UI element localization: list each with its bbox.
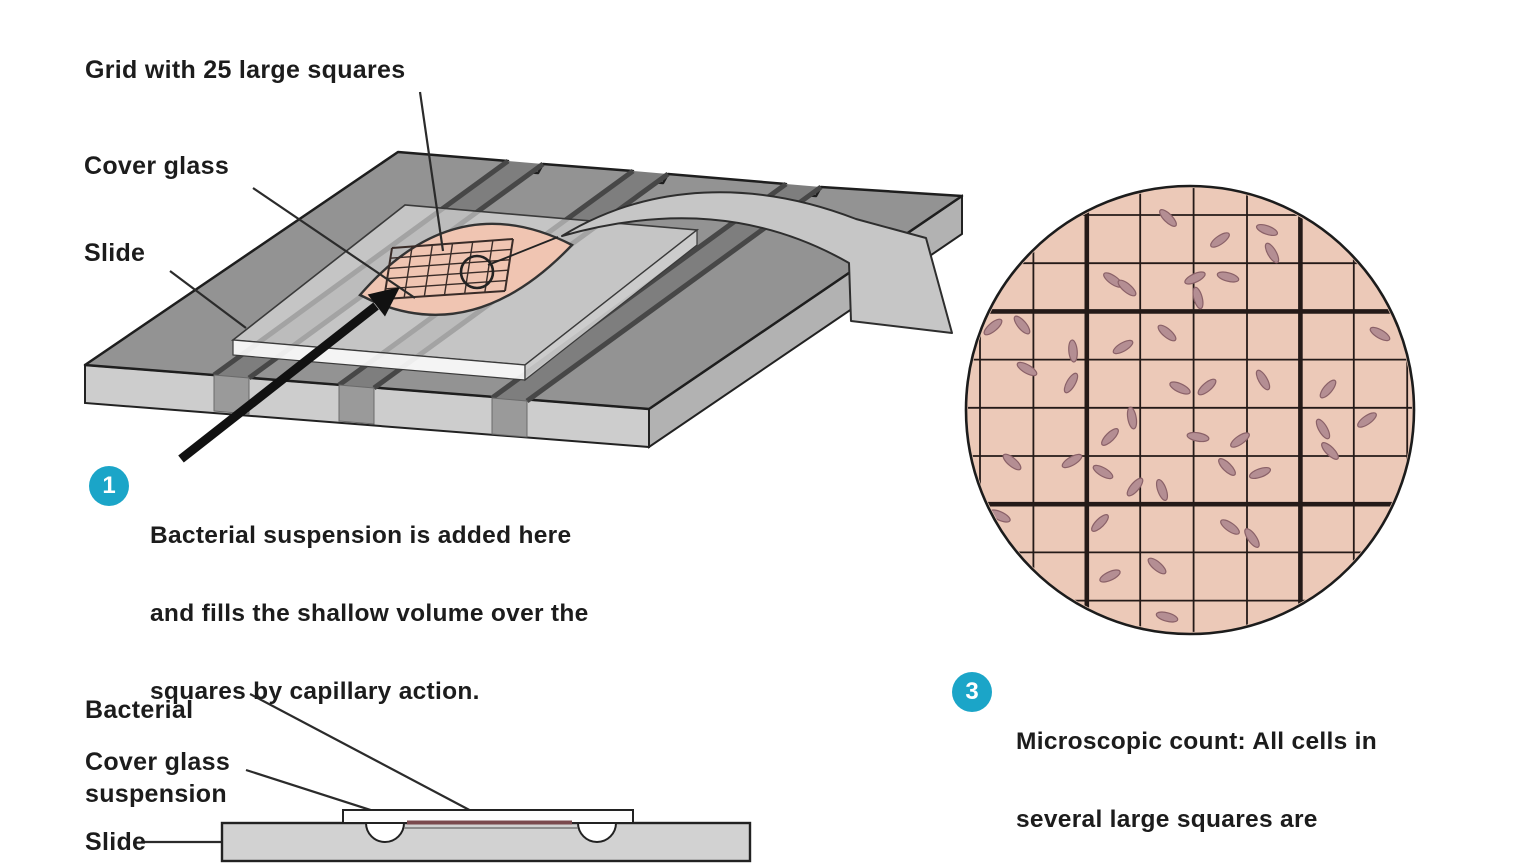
slide-side-view: [220, 809, 752, 863]
bacterium: [1220, 519, 1240, 535]
bacterium: [1068, 339, 1078, 363]
leader-grid-label: [418, 91, 445, 252]
leader-cover-glass-top: [252, 187, 416, 299]
bacterium-in-large-square: [1218, 458, 1236, 476]
bacterium: [1061, 453, 1083, 469]
bacterial-suspension-label-line: suspension: [85, 780, 227, 808]
bacterial-suspension-area: [358, 222, 574, 316]
step-3-badge: 3: [952, 672, 992, 712]
bacterium-in-large-square: [1112, 339, 1134, 355]
leader-slide-top: [169, 270, 247, 329]
step-3-text: Microscopic count: All cells in several …: [1016, 677, 1421, 864]
slide-label-top: Slide: [84, 239, 146, 267]
arrow-head: [367, 287, 400, 317]
leader-cover-glass-side: [245, 768, 387, 817]
bacterium: [1321, 442, 1339, 460]
step-1-text: Bacterial suspension is added here and f…: [150, 471, 589, 757]
step-1-badge: 1: [89, 466, 129, 506]
curved-magnify-arrow: [561, 191, 953, 334]
cover-glass-label-top: Cover glass: [84, 152, 230, 180]
mini-grid-line: [504, 238, 514, 292]
cover-glass-label-side: Cover glass: [85, 748, 231, 776]
bacterium-in-large-square: [1126, 406, 1138, 430]
suspension-pointer-arrow: [178, 287, 400, 463]
bacterium: [1357, 412, 1377, 428]
step-1-line: Bacterial suspension is added here: [150, 522, 572, 549]
slide-moat-notch: [576, 822, 618, 843]
bacterium: [1063, 372, 1079, 394]
magnifier-pointer-line: [487, 236, 559, 266]
groove: [492, 184, 821, 401]
bacterium-in-large-square: [1157, 324, 1177, 342]
groove-front-mark: [491, 397, 528, 438]
bacteria-group: [983, 209, 1391, 623]
slide-side-body: [220, 821, 752, 863]
bacterium: [1244, 528, 1260, 548]
bacterium: [1192, 286, 1204, 310]
mini-grid-line: [423, 244, 434, 297]
bacterium-in-large-square: [1092, 464, 1114, 480]
leader-lines: [141, 91, 495, 844]
bacterium-in-large-square: [1186, 431, 1210, 443]
bacterium-in-large-square: [1230, 432, 1250, 448]
microscope-view: [964, 184, 1416, 636]
slide-moat-notch: [364, 822, 406, 843]
bacterium: [1091, 514, 1109, 532]
step-1-line: squares by capillary action.: [150, 678, 480, 705]
bacterial-suspension-label-line: Bacterial: [85, 696, 194, 724]
bacterium: [1013, 315, 1031, 335]
step-3-line: Microscopic count: All cells in: [1016, 728, 1377, 755]
bacterium: [1016, 361, 1038, 377]
grid-label: Grid with 25 large squares: [85, 56, 406, 84]
bacterium-in-large-square: [1155, 478, 1169, 502]
step-3-line: several large squares are: [1016, 806, 1318, 833]
groove-front-mark: [338, 384, 375, 425]
bacterium-in-large-square: [1126, 477, 1144, 497]
cover-glass-end-edge: [524, 228, 698, 382]
step-3-number: 3: [965, 678, 979, 705]
mini-grid-line: [403, 246, 413, 298]
bacterium-in-large-square: [1169, 381, 1191, 395]
bacterium-in-large-square: [1255, 369, 1271, 391]
bacterium: [1216, 271, 1240, 283]
bacterium: [1210, 232, 1230, 248]
bacterium: [1315, 418, 1331, 440]
groove-front-mark: [213, 374, 250, 415]
bacterium: [1264, 242, 1280, 264]
bacterium: [1159, 209, 1177, 227]
bacterium: [1319, 379, 1337, 399]
bacterium: [1184, 271, 1206, 285]
bacterium-in-large-square: [1101, 428, 1119, 446]
bacterium: [1002, 453, 1022, 471]
slide-label-side: Slide: [85, 828, 147, 856]
bacterium: [1155, 611, 1179, 623]
step-1-number: 1: [102, 472, 116, 499]
bacterium: [1369, 326, 1391, 342]
bacterium: [1147, 557, 1167, 575]
bacterium-in-large-square: [1197, 378, 1217, 396]
bacterium: [983, 318, 1003, 336]
bacterial-suspension-label: Bacterial suspension: [85, 640, 227, 864]
arrow-shaft: [178, 302, 379, 463]
bacterium: [1099, 569, 1121, 583]
mini-grid-line: [443, 243, 454, 296]
leader-bacterial-suspension: [249, 693, 495, 824]
slide-3d-illustration: [83, 150, 964, 463]
magnified-region-circle: [459, 254, 495, 290]
bacterium-in-large-square: [1248, 466, 1272, 480]
counting-grid-small: [383, 238, 514, 300]
bacterium: [1255, 223, 1279, 237]
bacterium: [1117, 279, 1137, 297]
step-1-line: and fills the shallow volume over the: [150, 600, 589, 627]
